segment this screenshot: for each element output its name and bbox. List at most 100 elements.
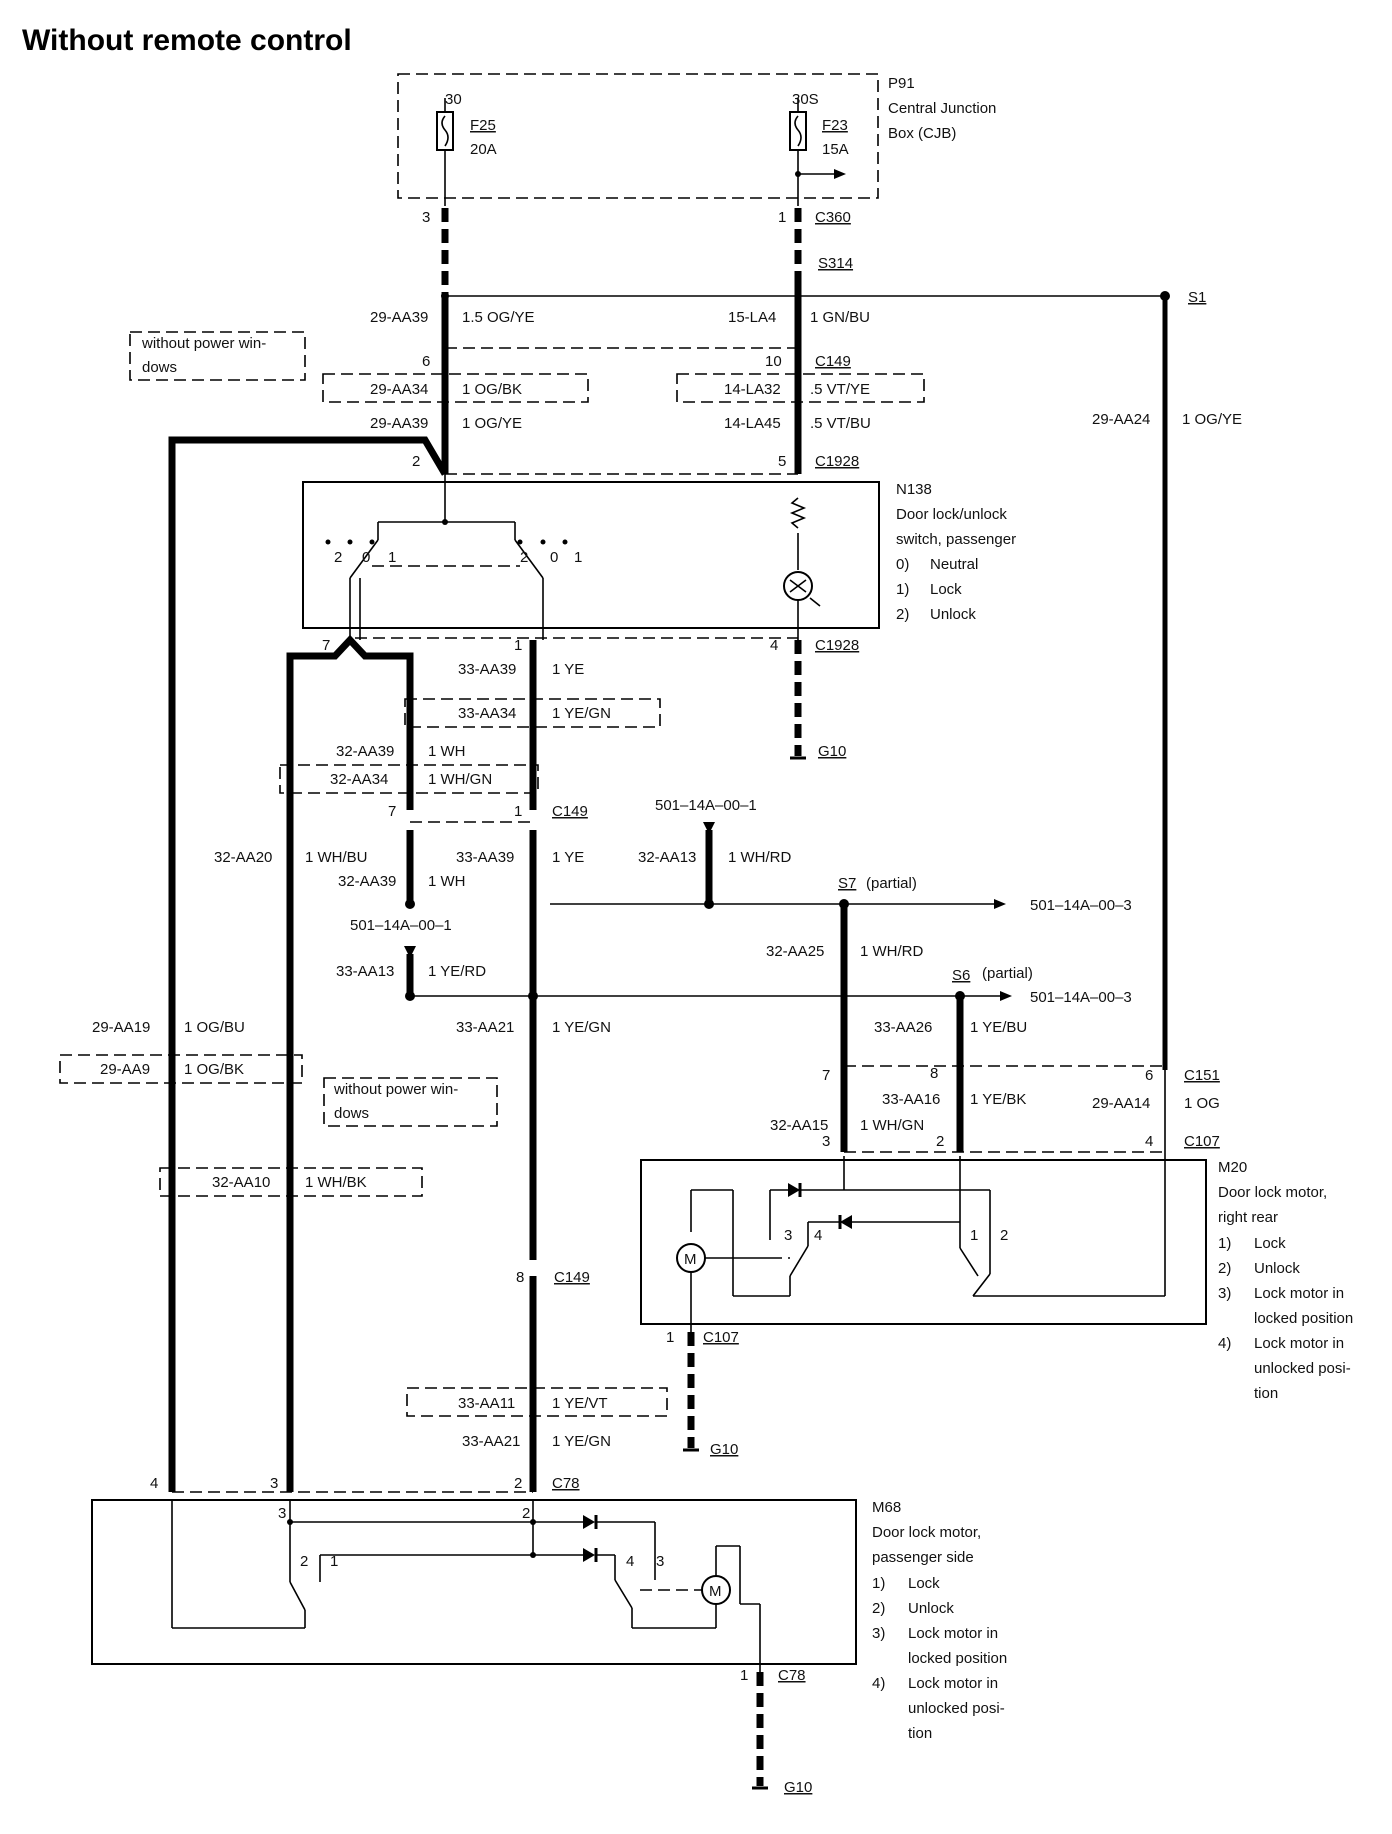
fuse-f25-id: F25 (470, 117, 496, 134)
wire-code: 33-AA16 (882, 1091, 940, 1108)
splice-s7: S7 (838, 875, 856, 892)
connector-c78-lower: C78 (778, 1667, 806, 1684)
motor-symbol: M (684, 1251, 697, 1268)
switch-name: Door lock/unlock (896, 506, 1007, 523)
wire-color: 1 YE/GN (552, 705, 611, 722)
motor-name: Door lock motor, (1218, 1184, 1327, 1201)
state-text: locked position (908, 1650, 1007, 1667)
wire-code: 33-AA21 (462, 1433, 520, 1450)
state-text: Lock (908, 1575, 940, 1592)
alt-wire-box (322, 373, 589, 403)
wire-color: 1 WH/BU (305, 849, 368, 866)
partial-label: (partial) (982, 965, 1033, 982)
pin-label: 2 (522, 1505, 530, 1522)
splice-ref: 501–14A–00–1 (655, 797, 757, 814)
wire-color: 1 OG/YE (1182, 411, 1242, 428)
wire-color: 1 YE/VT (552, 1395, 608, 1412)
wire-code: 14-LA45 (724, 415, 781, 432)
connector-c78: C78 (552, 1475, 580, 1492)
wire-code: 29-AA14 (1092, 1095, 1150, 1112)
state-num: 2) (872, 1600, 885, 1617)
ground-g10-2: G10 (710, 1441, 738, 1458)
wire-color: 1 YE/BK (970, 1091, 1026, 1108)
state-text: unlocked posi- (908, 1700, 1005, 1717)
wire-code: 32-AA25 (766, 943, 824, 960)
wire-color: 1 YE/RD (428, 963, 486, 980)
alt-wire-box (676, 373, 925, 403)
wire-color: 1 OG/BU (184, 1019, 245, 1036)
state-text: tion (1254, 1385, 1278, 1402)
motor-m68-box (91, 1499, 857, 1665)
connector-c151: C151 (1184, 1067, 1220, 1084)
pin-label: 1 (666, 1329, 674, 1346)
wire-color: 1 OG/YE (462, 415, 522, 432)
state-num: 2) (896, 606, 909, 623)
wire-color: 1 WH/BK (305, 1174, 367, 1191)
pin-label: 10 (765, 353, 782, 370)
wire-color: 1 OG/BK (462, 381, 522, 398)
fuse-f25-rating: 20A (470, 141, 497, 158)
fuse-f23-terminal: 30S (792, 91, 819, 108)
arrow-right-icon (994, 899, 1006, 909)
pin-label: 8 (516, 1269, 524, 1286)
state-num: 1) (872, 1575, 885, 1592)
motor-symbol: M (709, 1583, 722, 1600)
wire-code: 29-AA19 (92, 1019, 150, 1036)
pin-label: 1 (514, 637, 522, 654)
cjb-name-line1: Central Junction (888, 100, 996, 117)
wire-color: 1 YE (552, 661, 584, 678)
connector-c1928-top: C1928 (815, 453, 859, 470)
wire-color: 1 WH/GN (860, 1117, 924, 1134)
state-text: Unlock (930, 606, 976, 623)
wire-color: .5 VT/BU (810, 415, 871, 432)
pin-label: 4 (814, 1227, 822, 1244)
state-num: 4) (872, 1675, 885, 1692)
connector-c107-lower: C107 (703, 1329, 739, 1346)
wire-color: 1 WH/RD (728, 849, 792, 866)
switch-pos: 1 (574, 549, 582, 566)
page-title: Without remote control (22, 24, 352, 57)
connector-c360: C360 (815, 209, 851, 226)
switch-pos: 1 (388, 549, 396, 566)
motor-id: M68 (872, 1499, 901, 1516)
pin-label: 1 (778, 209, 786, 226)
wire-code: 29-AA9 (100, 1061, 150, 1078)
pin-label: 3 (278, 1505, 286, 1522)
alt-wire-box (406, 1387, 668, 1417)
pin-label: 8 (930, 1065, 938, 1082)
wire-code: 32-AA39 (338, 873, 396, 890)
state-text: tion (908, 1725, 932, 1742)
switch-name: switch, passenger (896, 531, 1016, 548)
pin-label: 3 (422, 209, 430, 226)
state-num: 1) (1218, 1235, 1231, 1252)
wire-color: 1 OG (1184, 1095, 1220, 1112)
wire-color: 1 WH (428, 743, 466, 760)
arrow-right-icon (1000, 991, 1012, 1001)
state-text: Neutral (930, 556, 978, 573)
pin-label: 3 (784, 1227, 792, 1244)
switch-id: N138 (896, 481, 932, 498)
switch-pos: 2 (520, 549, 528, 566)
connector-c149-mid: C149 (552, 803, 588, 820)
wire-code: 33-AA39 (456, 849, 514, 866)
wire-code: 29-AA39 (370, 309, 428, 326)
splice-out: 501–14A–00–3 (1030, 897, 1132, 914)
wire-color: 1 YE/GN (552, 1433, 611, 1450)
arrow-right-icon (834, 169, 846, 179)
state-text: Lock motor in (1254, 1285, 1344, 1302)
pin-label: 1 (970, 1227, 978, 1244)
cjb-box (397, 73, 879, 199)
cjb-id: P91 (888, 75, 915, 92)
state-num: 2) (1218, 1260, 1231, 1277)
motor-name: Door lock motor, (872, 1524, 981, 1541)
fuse-f23-rating: 15A (822, 141, 849, 158)
wire-color: 1 WH/RD (860, 943, 924, 960)
connector-c107: C107 (1184, 1133, 1220, 1150)
wire-color: 1 WH (428, 873, 466, 890)
wire-code: 33-AA34 (458, 705, 516, 722)
pin-label: 3 (656, 1553, 664, 1570)
switch-pos: 0 (362, 549, 370, 566)
pin-label: 5 (778, 453, 786, 470)
motor-name: right rear (1218, 1209, 1278, 1226)
wire-code: 29-AA34 (370, 381, 428, 398)
